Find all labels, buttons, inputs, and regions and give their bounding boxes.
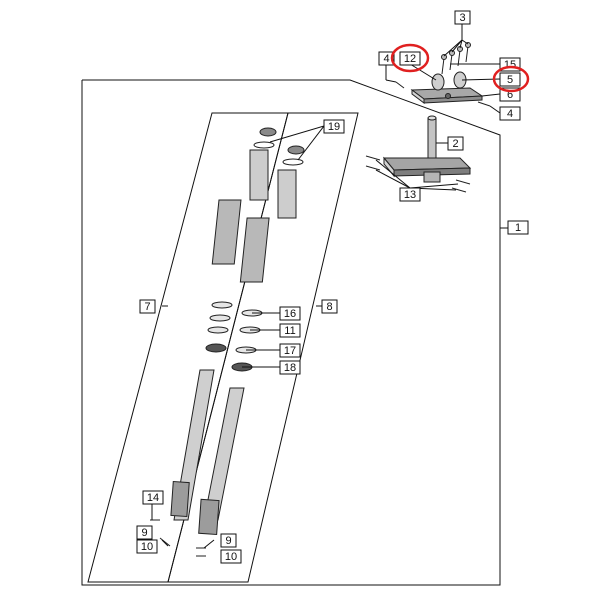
svg-text:4: 4 — [507, 108, 513, 120]
bolt-set-13 — [365, 155, 471, 193]
assembly-frame — [81, 79, 501, 586]
svg-text:3: 3 — [459, 12, 465, 24]
svg-text:9: 9 — [225, 535, 231, 547]
svg-text:1: 1 — [515, 222, 521, 234]
svg-text:5: 5 — [507, 74, 513, 86]
screw-9-left — [159, 537, 171, 547]
callout-9-left: 9 — [136, 525, 153, 540]
callout-1: 1 — [507, 220, 529, 235]
screw-4-right — [477, 101, 491, 107]
callout-2: 2 — [447, 136, 464, 151]
fork-panel-right — [167, 112, 359, 583]
callout-5: 5 — [499, 72, 521, 87]
callout-17: 17 — [279, 343, 301, 358]
callout-9-right: 9 — [220, 533, 237, 548]
svg-text:11: 11 — [284, 325, 295, 337]
callout-11: 11 — [279, 323, 301, 338]
callout-10-right: 10 — [220, 549, 242, 564]
callout-16: 16 — [279, 306, 301, 321]
callout-10-left: 10 — [136, 539, 158, 554]
callout-8: 8 — [321, 299, 338, 314]
svg-text:18: 18 — [284, 362, 296, 374]
svg-text:19: 19 — [328, 121, 340, 133]
callout-14: 14 — [142, 490, 164, 505]
callout-4-right: 4 — [499, 106, 521, 121]
svg-text:15: 15 — [504, 59, 516, 71]
svg-text:4: 4 — [383, 53, 389, 65]
fork-leg-left — [170, 127, 277, 521]
svg-text:14: 14 — [147, 492, 159, 504]
fork-leg-right — [198, 145, 305, 536]
svg-text:6: 6 — [507, 89, 513, 101]
callout-3: 3 — [454, 10, 471, 25]
highlight-circle-12 — [390, 43, 430, 73]
svg-text:12: 12 — [404, 53, 416, 65]
svg-text:8: 8 — [326, 301, 332, 313]
svg-text:16: 16 — [284, 308, 296, 320]
callout-18: 18 — [279, 360, 301, 375]
leader-lines — [151, 24, 508, 549]
svg-text:2: 2 — [452, 138, 458, 150]
callout-7: 7 — [139, 299, 156, 314]
svg-text:9: 9 — [141, 527, 147, 539]
highlight-circle-5 — [492, 65, 530, 93]
callout-19: 19 — [323, 119, 345, 134]
svg-text:17: 17 — [284, 345, 296, 357]
callout-4-left: 4 — [378, 51, 395, 66]
lower-triple-clamp — [382, 115, 472, 183]
svg-text:7: 7 — [144, 301, 150, 313]
svg-text:13: 13 — [404, 189, 416, 201]
callout-12: 12 — [399, 51, 421, 66]
callout-13: 13 — [399, 187, 421, 202]
svg-text:10: 10 — [225, 551, 237, 563]
screw-4-left — [395, 81, 405, 89]
svg-text:10: 10 — [141, 541, 153, 553]
upper-triple-clamp — [410, 71, 484, 104]
